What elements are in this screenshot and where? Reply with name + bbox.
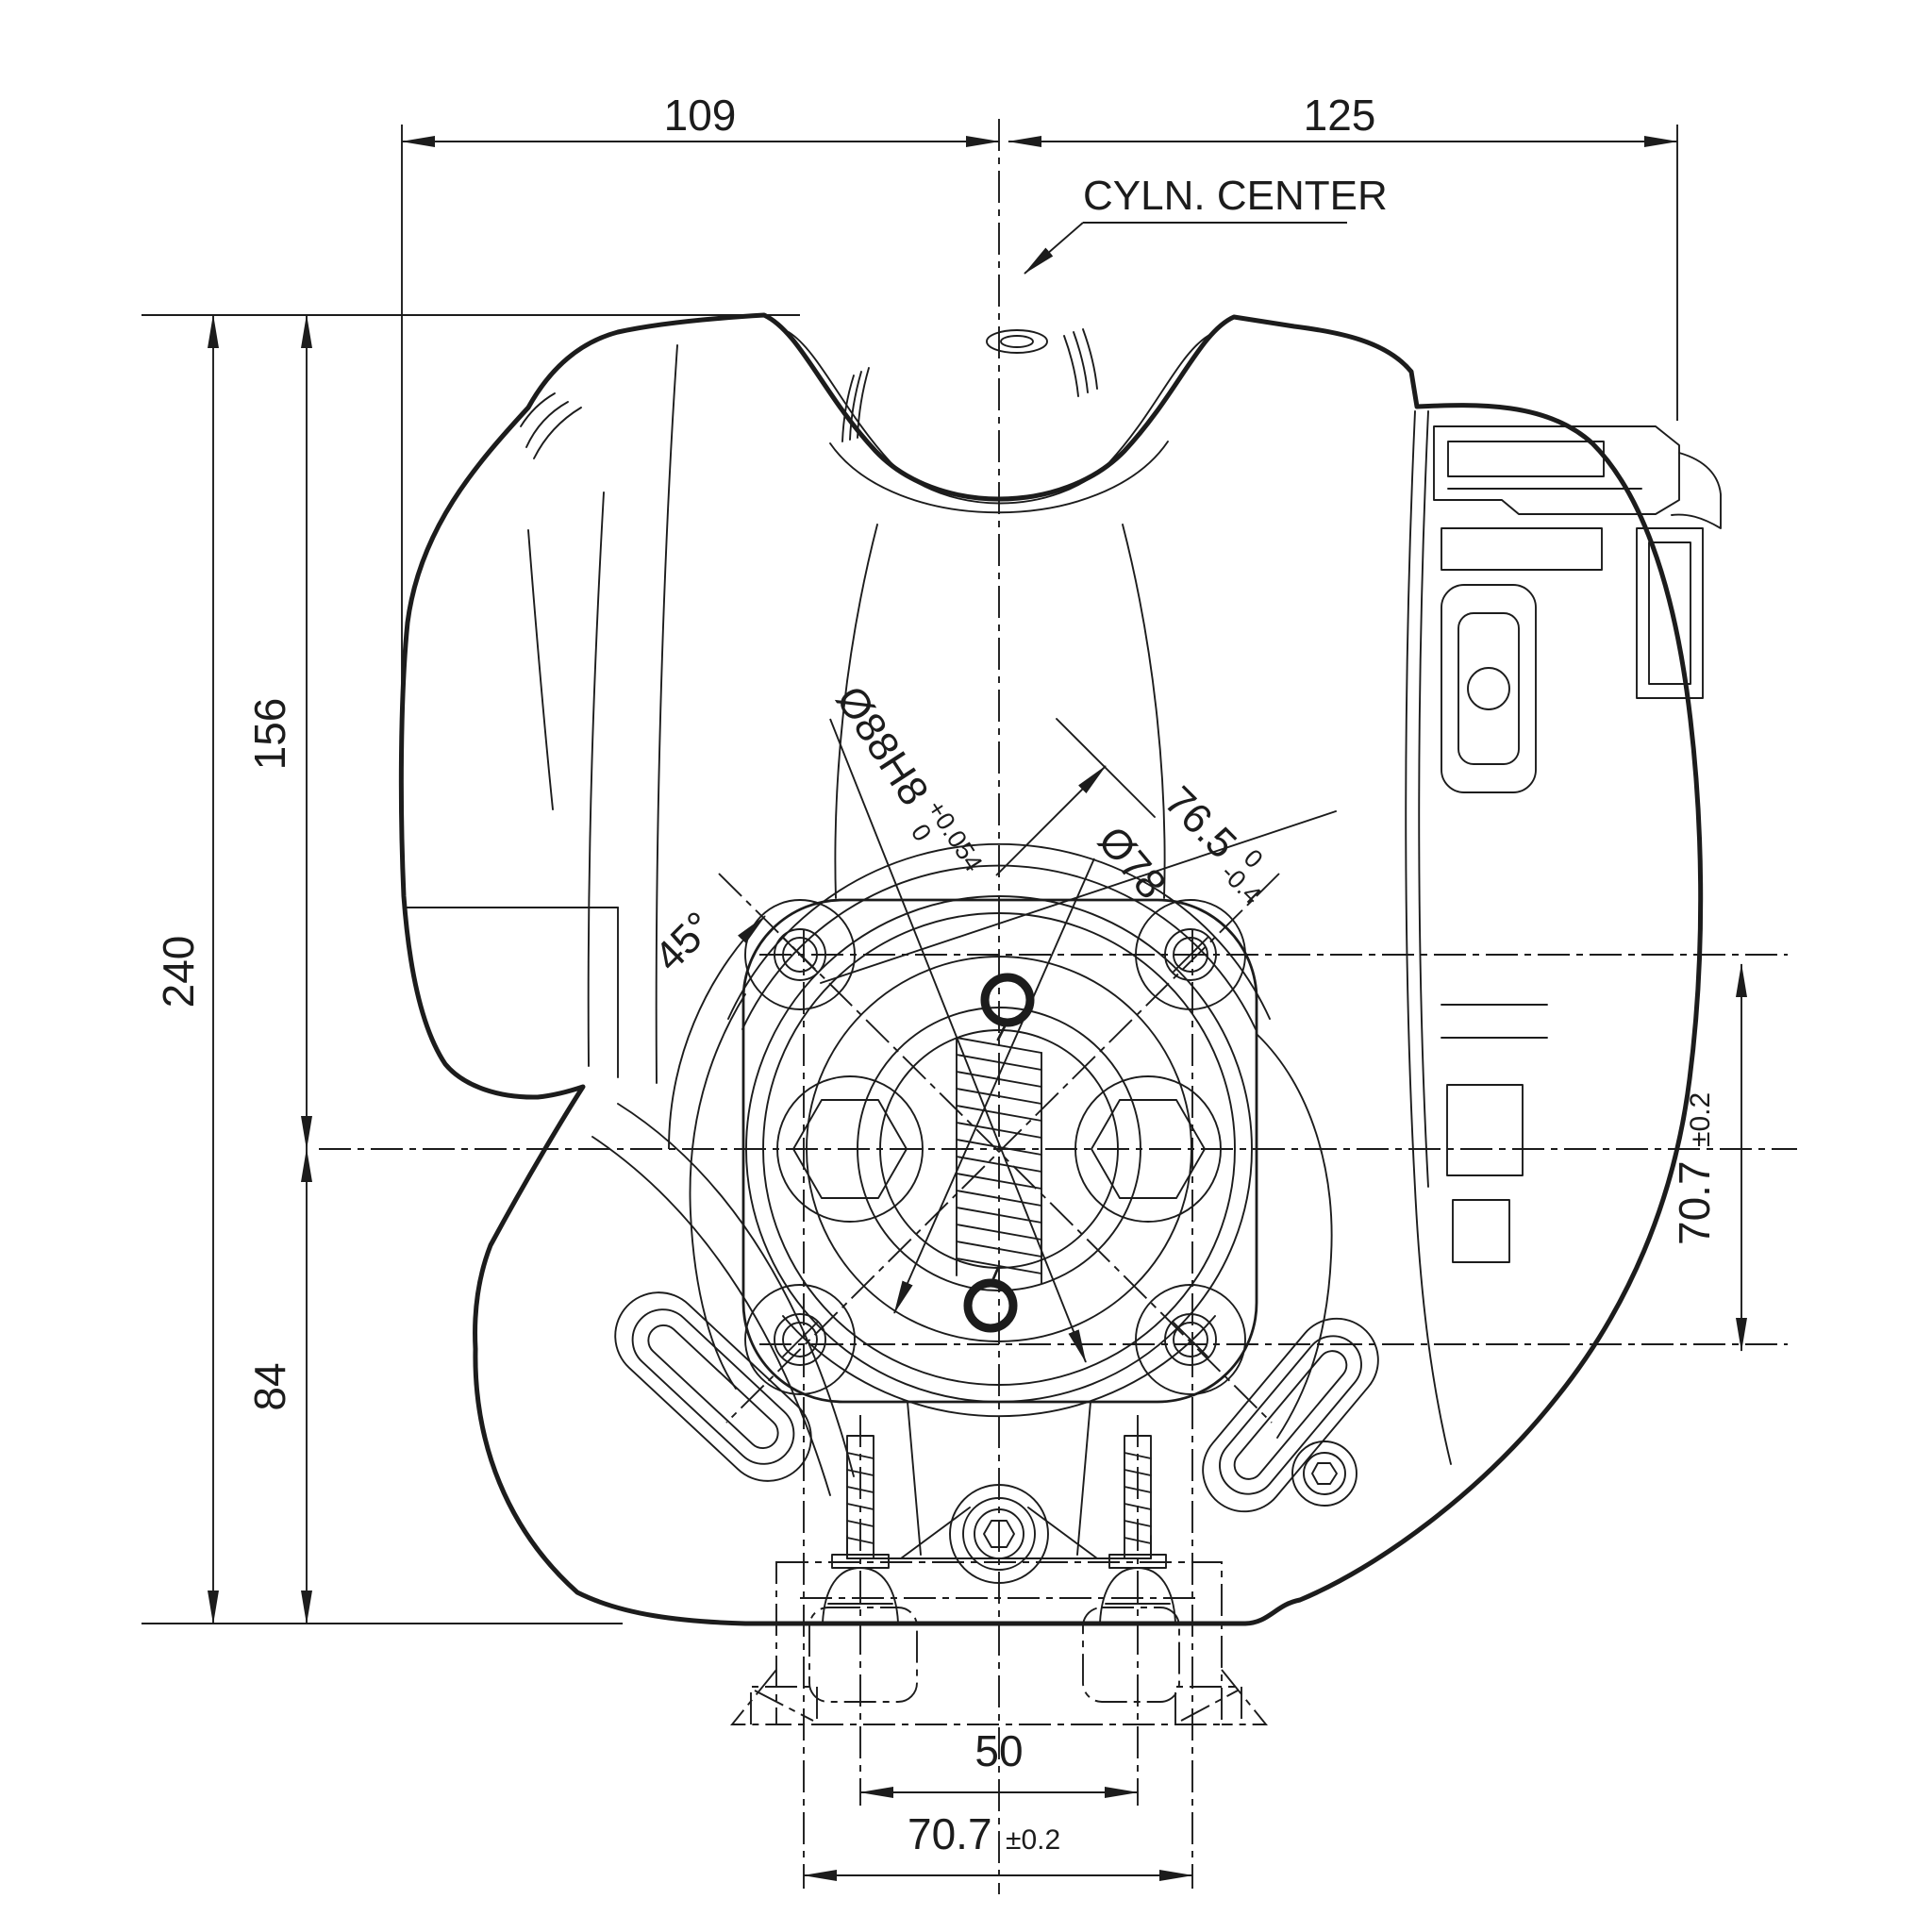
tank-seam-3 bbox=[527, 529, 554, 810]
clutch-drum-outer bbox=[857, 1007, 1141, 1291]
spring-coil bbox=[956, 1037, 1042, 1274]
phantom-mount-bracket bbox=[730, 1561, 1268, 1725]
centerlines bbox=[319, 119, 1797, 1894]
depth-label: 76.5 bbox=[1156, 777, 1245, 867]
spring-hook-top bbox=[980, 973, 1035, 1027]
circle-78 bbox=[806, 956, 1192, 1342]
crankcase-kidney-2 bbox=[591, 1136, 831, 1496]
tank-seam-2 bbox=[655, 344, 678, 1084]
crankcase-curve-right bbox=[1256, 1033, 1333, 1439]
stud-right bbox=[1099, 1435, 1176, 1624]
cyln-center-leader bbox=[1024, 222, 1084, 275]
dim-109-label: 109 bbox=[664, 91, 737, 140]
dimension-left-heights: 240 156 84 bbox=[142, 314, 800, 1624]
slot-left bbox=[614, 1291, 812, 1482]
clutch-hex-bolt-right bbox=[1074, 1075, 1222, 1223]
pilot-label: Ø78 bbox=[1089, 818, 1174, 908]
bowl-inner-line bbox=[788, 331, 1212, 505]
dim-84-label: 84 bbox=[245, 1362, 294, 1410]
right-cover-details bbox=[1291, 410, 1722, 1507]
engine-body bbox=[398, 312, 1722, 1626]
dimension-bottom: 50 70.7 ±0.2 bbox=[803, 1726, 1193, 1881]
pilot-circle-88 bbox=[762, 912, 1236, 1386]
bracket-v-right bbox=[1027, 1507, 1098, 1559]
bottom-mount bbox=[730, 1401, 1268, 1725]
dim-240-label: 240 bbox=[154, 936, 203, 1008]
dim-125-label: 125 bbox=[1304, 91, 1376, 140]
dim-707v-label: 70.7 ±0.2 bbox=[1670, 1092, 1719, 1245]
bracket-v-left bbox=[900, 1507, 971, 1559]
depth-dim-line bbox=[995, 765, 1107, 876]
dim-156-label: 156 bbox=[245, 698, 294, 771]
waist-left bbox=[834, 524, 878, 899]
crankcase-kidney-1 bbox=[617, 1103, 855, 1477]
bore-label: Ø88H8 bbox=[827, 678, 938, 814]
housing-arc-bottom bbox=[782, 1315, 1216, 1418]
tank-seam-1 bbox=[587, 491, 605, 1067]
bore-leader bbox=[829, 718, 1087, 1363]
spring-hook-bottom bbox=[963, 1278, 1018, 1333]
shoulder-hatch-marks bbox=[520, 328, 1098, 459]
dimension-top-widths: 109 125 bbox=[401, 91, 1678, 775]
bracket-edge-left bbox=[907, 1401, 922, 1556]
bracket-edge-right bbox=[1076, 1401, 1091, 1556]
dim-50-label: 50 bbox=[974, 1726, 1023, 1775]
cyln-center-label: CYLN. CENTER bbox=[1083, 173, 1388, 219]
dim-707h-label: 70.7 ±0.2 bbox=[908, 1809, 1060, 1858]
engine-silhouette bbox=[398, 312, 1704, 1626]
clutch-hex-bolt-left bbox=[776, 1075, 924, 1223]
depth-extension-tick bbox=[1056, 718, 1156, 818]
clutch-spring bbox=[956, 973, 1042, 1333]
pilot-circle-outer bbox=[745, 895, 1253, 1403]
bore-tol-upper: +0.054 bbox=[922, 795, 989, 876]
pilot-leader bbox=[893, 858, 1095, 1314]
waist-right bbox=[1122, 524, 1166, 899]
flange-corner-bolts bbox=[744, 899, 1246, 1395]
pull-handle-recess bbox=[986, 329, 1048, 354]
angle-arc bbox=[668, 915, 766, 1150]
housing-arc-top bbox=[741, 864, 1257, 1030]
bore-tol-lower: 0 bbox=[906, 819, 937, 846]
stud-left bbox=[822, 1435, 899, 1624]
center-bolt bbox=[949, 1484, 1049, 1584]
depth-extension-line bbox=[820, 810, 1337, 984]
cylinder-center-callout: CYLN. CENTER bbox=[1024, 173, 1388, 275]
bowl-floor-line bbox=[829, 441, 1169, 514]
clutch-flange bbox=[727, 842, 1271, 1418]
dimension-right-bolt-spacing: 70.7 ±0.2 bbox=[1670, 963, 1747, 1352]
pull-handle-recess-inner bbox=[1000, 335, 1034, 348]
depth-tol-lower: -0.4 bbox=[1216, 858, 1267, 909]
